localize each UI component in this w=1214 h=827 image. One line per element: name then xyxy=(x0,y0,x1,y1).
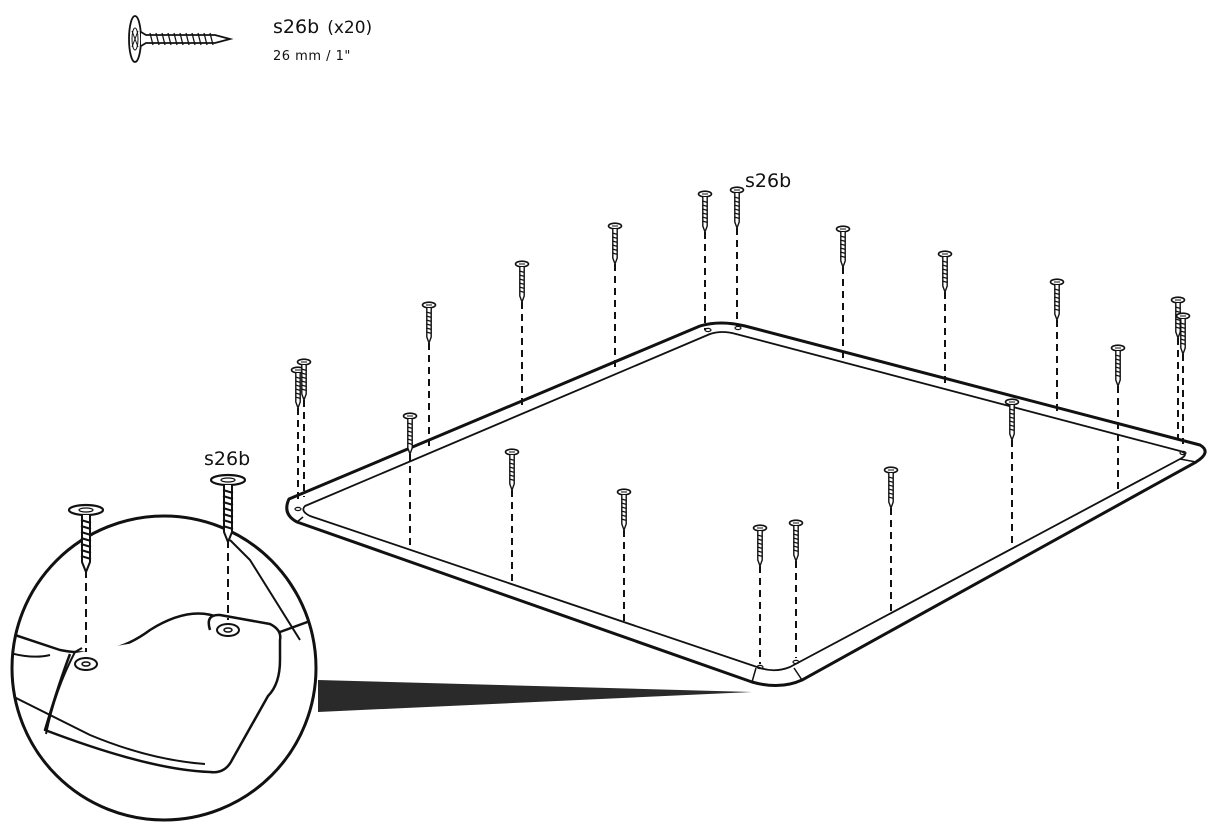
zoom-circle-icon xyxy=(10,514,318,822)
callout-main: s26b xyxy=(745,170,792,192)
screw-icon xyxy=(128,15,234,63)
part-code: s26b xyxy=(273,16,320,38)
part-quantity: (x20) xyxy=(327,18,373,38)
part-size: 26 mm / 1" xyxy=(273,49,351,64)
zoom-pointer xyxy=(318,680,752,712)
part-label: s26b (x20) xyxy=(273,16,372,39)
panel-frame-icon xyxy=(285,321,1207,687)
guide-lines xyxy=(297,228,1184,664)
callout-detail: s26b xyxy=(204,448,251,470)
